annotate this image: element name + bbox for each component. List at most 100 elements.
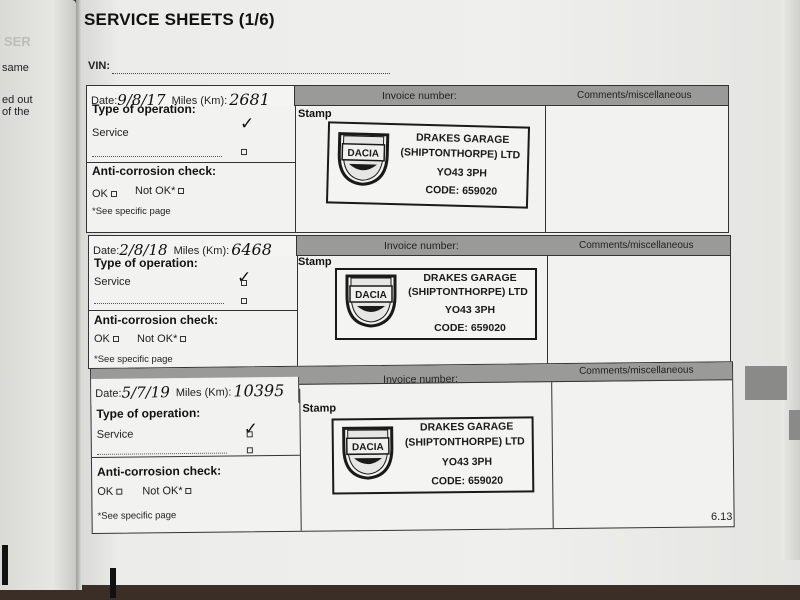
left-page-ghost-text: SER: [4, 34, 31, 49]
ok-option[interactable]: OK: [94, 333, 119, 345]
invoice-label: Invoice number:: [382, 90, 457, 102]
date-value: 5/7/19: [121, 383, 170, 402]
dacia-logo-icon: DACIA: [337, 132, 390, 186]
column-divider: [297, 256, 298, 368]
page-number: 6.13: [711, 511, 733, 523]
not-ok-option[interactable]: Not OK*: [135, 185, 185, 197]
vin-label: VIN:: [88, 60, 110, 72]
not-ok-checkbox[interactable]: [185, 487, 192, 495]
not-ok-option[interactable]: Not OK*: [137, 333, 187, 345]
miles-label: Miles (Km):: [175, 386, 232, 400]
operation-dotted-line: [92, 156, 222, 157]
miles-label: Miles (Km):: [171, 95, 228, 107]
type-of-operation-title: Type of operation:: [92, 102, 196, 116]
ok-checkbox[interactable]: [110, 191, 117, 197]
stamp-line-3: YO43 3PH: [436, 166, 488, 180]
dacia-logo-icon: DACIA: [342, 426, 394, 480]
stamp-label: Stamp: [298, 108, 332, 120]
type-of-operation-title: Type of operation:: [94, 256, 198, 270]
see-specific-page-note: *See specific page: [97, 510, 177, 522]
operation-checkbox[interactable]: [241, 149, 247, 155]
row-divider: [89, 310, 297, 311]
not-ok-label: Not OK*: [142, 485, 183, 498]
stamp-line-2: (SHIPTONTHORPE) LTD: [404, 435, 525, 449]
left-page-fragment: of the: [2, 106, 30, 118]
left-page-fragment: ed out: [2, 94, 33, 106]
operation-checkbox[interactable]: [241, 298, 247, 304]
anti-corrosion-title: Anti-corrosion check:: [94, 313, 219, 327]
column-divider: [547, 256, 548, 368]
vin-field[interactable]: [112, 73, 390, 74]
date-label: Date:: [95, 387, 122, 400]
ok-checkbox[interactable]: [112, 336, 119, 342]
ok-option[interactable]: OK: [92, 188, 117, 200]
operation-checkbox[interactable]: [246, 447, 253, 454]
stamp-line-2: (SHIPTONTHORPE) LTD: [408, 286, 528, 298]
stamp-line-4: CODE: 659020: [434, 322, 506, 334]
service-checkbox[interactable]: [241, 280, 247, 286]
ok-label: OK: [94, 333, 110, 345]
anti-corrosion-title: Anti-corrosion check:: [92, 164, 217, 178]
stamp-line-1: DRAKES GARAGE: [419, 420, 514, 434]
section-tab-marker: [745, 366, 787, 400]
not-ok-checkbox[interactable]: [178, 188, 185, 194]
left-page: SER same ed out of the: [0, 0, 76, 590]
date-value: 2/8/18: [119, 241, 168, 259]
dacia-brand-text: DACIA: [355, 290, 387, 301]
ok-label: OK: [97, 485, 114, 498]
service-label: Service: [92, 127, 129, 139]
service-record-card-3: Date:5/7/19 Miles (Km):10395 Invoice numb…: [90, 361, 735, 534]
ok-checkbox[interactable]: [116, 488, 123, 495]
left-page-fragment: same: [2, 62, 29, 74]
service-checkbox[interactable]: [246, 431, 253, 438]
invoice-label: Invoice number:: [383, 373, 458, 386]
dacia-logo-icon: DACIA: [345, 274, 397, 328]
stamp-label: Stamp: [302, 402, 337, 415]
ok-label: OK: [92, 188, 108, 200]
type-of-operation-title: Type of operation:: [96, 405, 201, 421]
comments-label: Comments/miscellaneous: [577, 90, 692, 101]
not-ok-option[interactable]: Not OK*: [142, 485, 192, 498]
stamp-line-3: YO43 3PH: [444, 304, 496, 316]
garage-stamp: DACIA DRAKES GARAGE (SHIPTONTHORPE) LTD …: [325, 121, 531, 209]
see-specific-page-note: *See specific page: [92, 206, 171, 217]
column-divider: [545, 106, 546, 232]
dacia-brand-text: DACIA: [352, 442, 384, 453]
miles-label: Miles (Km):: [173, 245, 230, 257]
date-value: 9/8/17: [117, 91, 166, 109]
service-label: Service: [94, 276, 131, 288]
anti-corrosion-title: Anti-corrosion check:: [97, 463, 222, 479]
see-specific-page-note: *See specific page: [94, 354, 173, 365]
dacia-brand-text: DACIA: [347, 148, 379, 160]
stamp-line-3: YO43 3PH: [441, 455, 493, 469]
bottom-page-marker: [110, 568, 116, 598]
date-label: Date:: [93, 245, 120, 257]
date-miles-box[interactable]: Date:5/7/19 Miles (Km):10395: [91, 376, 300, 405]
not-ok-label: Not OK*: [135, 185, 176, 197]
row-divider: [91, 454, 300, 458]
left-page-marker: [2, 545, 8, 585]
operation-dotted-line: [96, 452, 227, 455]
section-tab-marker: [789, 410, 800, 440]
stamp-line-2: (SHIPTONTHORPE) LTD: [400, 146, 521, 162]
stamp-line-4: CODE: 659020: [425, 183, 498, 198]
page-title: SERVICE SHEETS (1/6): [84, 10, 275, 29]
row-divider: [87, 162, 295, 163]
operation-dotted-line: [94, 303, 224, 304]
service-checkmark[interactable]: ✓: [237, 268, 252, 288]
column-divider: [299, 388, 302, 531]
column-divider: [295, 106, 296, 232]
stamp-label: Stamp: [298, 256, 332, 268]
book-binding: [76, 0, 82, 590]
invoice-label: Invoice number:: [384, 240, 459, 252]
not-ok-checkbox[interactable]: [180, 336, 187, 342]
ok-option[interactable]: OK: [97, 485, 123, 498]
miles-value: 10395: [233, 380, 285, 401]
page-edge: [782, 0, 800, 560]
stamp-line-4: CODE: 659020: [431, 474, 504, 488]
service-checkmark[interactable]: ✓: [240, 114, 255, 134]
